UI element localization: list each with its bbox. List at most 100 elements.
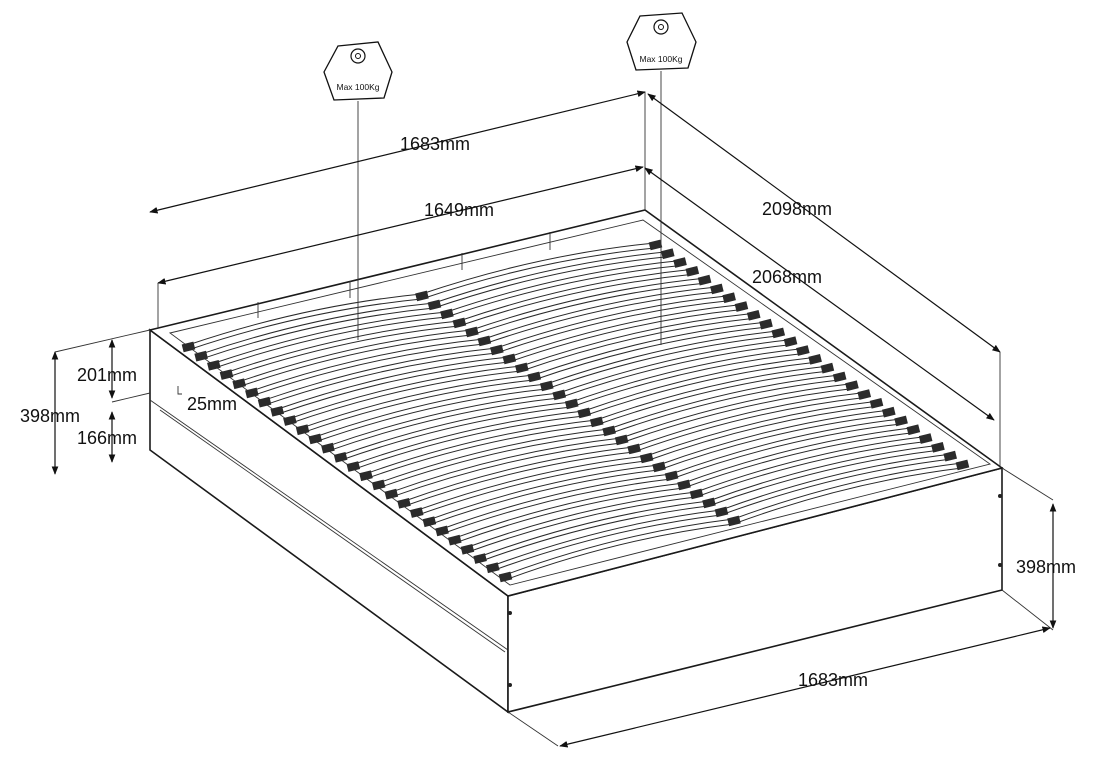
slat [352,410,584,466]
slat-holder [447,534,462,546]
slat [200,302,435,355]
slat [504,518,734,576]
weight-label-1: Max 100Kg [337,82,380,92]
slat-holder [652,461,666,473]
slat-holder [397,498,411,509]
slat [301,379,534,434]
label-inner-width: 1649mm [424,200,494,220]
slat-holder [359,470,373,482]
slat-holder [943,450,957,462]
slat [403,451,634,507]
slat [314,383,547,438]
slat-holder [321,442,335,454]
slat [428,469,659,526]
slat-holder [422,516,437,528]
slat-holder [955,459,970,471]
slat [466,491,697,548]
slat [365,424,597,480]
slat [708,449,938,507]
slat-holder [257,396,272,408]
slat [708,444,938,502]
slat [492,514,722,572]
slat [276,361,509,415]
slat [454,482,684,539]
slat-holder [207,360,221,371]
slat-holder [589,416,604,428]
slat [441,478,672,535]
slat [479,500,709,558]
slat [289,370,522,425]
slat-holder [639,452,654,464]
slat [352,415,584,471]
slat-holder [409,507,424,518]
slat [225,325,459,379]
slat [695,441,926,498]
slat [187,293,422,346]
slat [466,496,697,553]
slat-holder [714,506,729,518]
weight-indicator-1: Max 100Kg [323,41,393,340]
slat-holder [490,344,504,356]
slat-holder [333,452,348,463]
slat-holder [465,326,479,338]
slat [683,427,913,484]
label-overall-length: 2098mm [762,199,832,219]
label-total-height-left: 398mm [20,406,80,426]
slat-holder [689,488,704,500]
slat-holder [664,470,679,482]
slat [378,428,609,484]
label-slat-offset: 25mm [187,394,237,414]
slat [327,392,559,447]
slat [339,401,572,456]
slat-holder [502,353,517,365]
slat [378,433,609,489]
slat-holder [415,290,429,302]
slat [670,423,901,480]
slat [365,419,597,475]
slat-holder [477,335,492,347]
slat-holder [515,362,529,374]
slat-holder [295,424,310,436]
slat [289,365,522,420]
dimension-lines [51,90,1057,748]
slat [314,388,547,443]
slat [263,347,497,401]
slat-holder [270,406,285,417]
slat [238,334,472,388]
slat-holder [283,415,297,426]
slat [441,473,672,530]
slat-holder [702,497,716,509]
slat-holder [727,515,741,527]
bed-body [148,209,1004,714]
slat-holder [384,488,399,500]
slat [492,509,722,567]
slat-holder [539,380,554,392]
slat [416,460,647,517]
slat-holder [906,424,921,436]
label-inner-length: 2068mm [752,267,822,287]
slat [251,338,484,392]
slat-holder [627,443,641,455]
slat [263,352,497,406]
label-width-bottom: 1683mm [798,670,868,690]
slat-holder [371,479,386,491]
slat [301,374,534,429]
slat-holder [918,433,933,444]
slat-holder [194,350,208,362]
slat [733,467,963,525]
slat-holder [527,371,542,383]
slat-holder [486,562,500,574]
slat [276,356,509,410]
slat [238,329,472,383]
slat [251,343,484,397]
slat-holder [473,553,487,564]
slat [213,316,447,369]
slat [720,458,950,516]
slat [428,464,659,521]
slat-holder [677,479,691,491]
label-total-height-right: 398mm [1016,557,1076,577]
slat-holder [245,387,259,399]
slat-holder [564,398,579,410]
slat [479,505,709,563]
